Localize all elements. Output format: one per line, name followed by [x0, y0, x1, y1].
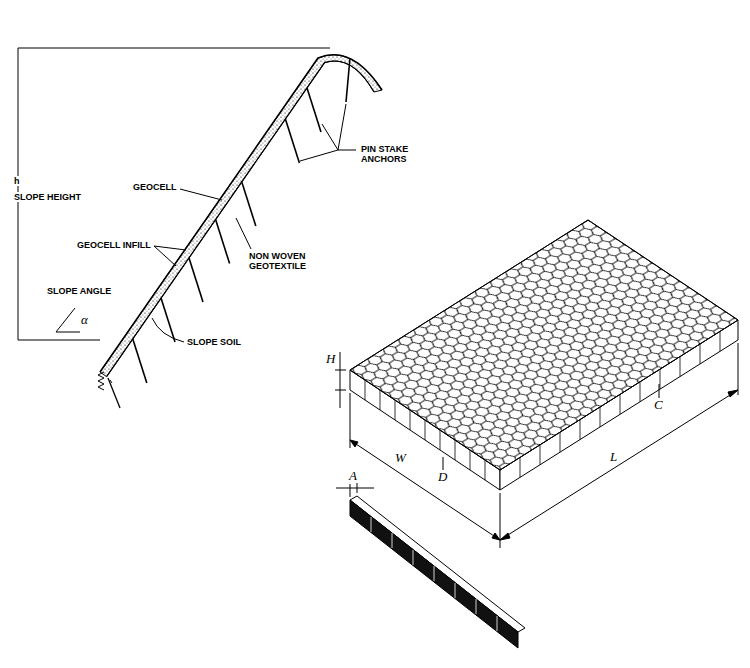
dimension-label: W: [394, 451, 407, 465]
part-label: NON WOVEN GEOTEXTILE: [248, 251, 312, 271]
slope-figure: [18, 48, 382, 408]
dimension-label: H: [325, 352, 336, 366]
dimension-label: D: [437, 470, 448, 484]
part-label: GEOCELL: [132, 182, 178, 192]
part-label: SLOPE SOIL: [186, 337, 242, 347]
part-label: SLOPE HEIGHT: [13, 192, 82, 202]
dimension-label: α: [80, 313, 89, 327]
geocell-mat: [335, 220, 738, 548]
dimension-label: A: [348, 469, 358, 483]
part-label: GEOCELL INFILL: [76, 240, 152, 250]
dimension-label: C: [653, 398, 664, 412]
part-label: h: [13, 176, 21, 186]
part-label: PIN STAKE ANCHORS: [360, 144, 414, 164]
dimension-label: L: [609, 450, 618, 464]
geocell-strip: [336, 480, 525, 648]
part-label: SLOPE ANGLE: [46, 286, 112, 296]
